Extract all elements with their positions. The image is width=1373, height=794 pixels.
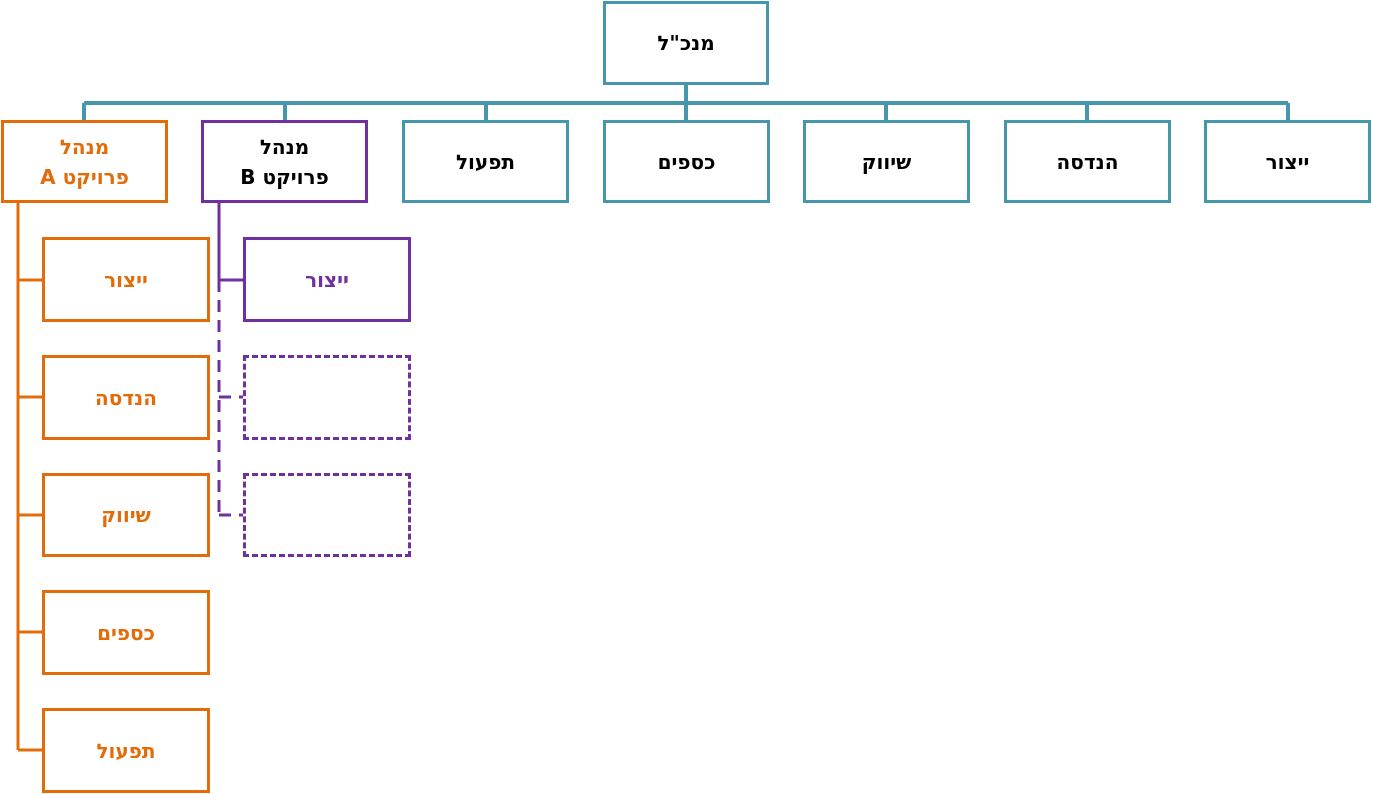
- project-a-unit-box: הנדסה: [42, 355, 210, 440]
- project-a-manager-line1: מנהל: [59, 134, 110, 159]
- dept-label: הנדסה: [1056, 149, 1119, 174]
- dept-label: כספים: [657, 149, 716, 174]
- project-a-unit-label: שיווק: [101, 503, 151, 527]
- project-a-unit-box: תפעול: [42, 708, 210, 793]
- dept-label: שיווק: [861, 149, 912, 174]
- project-b-manager-box: מנהל פרויקט B: [201, 120, 368, 203]
- ceo-box: מנכ"ל: [603, 1, 769, 85]
- project-b-placeholder-box: [243, 355, 411, 440]
- project-b-manager-line1: מנהל: [259, 134, 310, 159]
- project-a-unit-label: הנדסה: [95, 385, 157, 410]
- project-a-manager-box: מנהל פרויקט A: [1, 120, 168, 203]
- project-a-manager-line2: פרויקט A: [40, 164, 129, 189]
- project-b-manager-line2: פרויקט B: [240, 164, 329, 189]
- project-a-unit-label: כספים: [97, 620, 155, 645]
- dept-box-4: כספים: [603, 120, 770, 203]
- project-b-placeholder-box: [243, 473, 411, 557]
- project-a-unit-label: תפעול: [96, 738, 156, 763]
- project-a-unit-box: כספים: [42, 590, 210, 675]
- dept-label: תפעול: [455, 149, 516, 174]
- dept-label: ייצור: [1265, 149, 1310, 174]
- dept-box-1: ייצור: [1204, 120, 1371, 203]
- dept-box-5: תפעול: [402, 120, 569, 203]
- dept-box-3: שיווק: [803, 120, 970, 203]
- project-b-unit-box: ייצור: [243, 237, 411, 322]
- project-a-unit-box: שיווק: [42, 473, 210, 557]
- ceo-label: מנכ"ל: [657, 31, 715, 55]
- project-b-unit-label: ייצור: [305, 267, 349, 292]
- dept-box-2: הנדסה: [1004, 120, 1171, 203]
- project-a-unit-label: ייצור: [104, 267, 148, 292]
- project-a-unit-box: ייצור: [42, 237, 210, 322]
